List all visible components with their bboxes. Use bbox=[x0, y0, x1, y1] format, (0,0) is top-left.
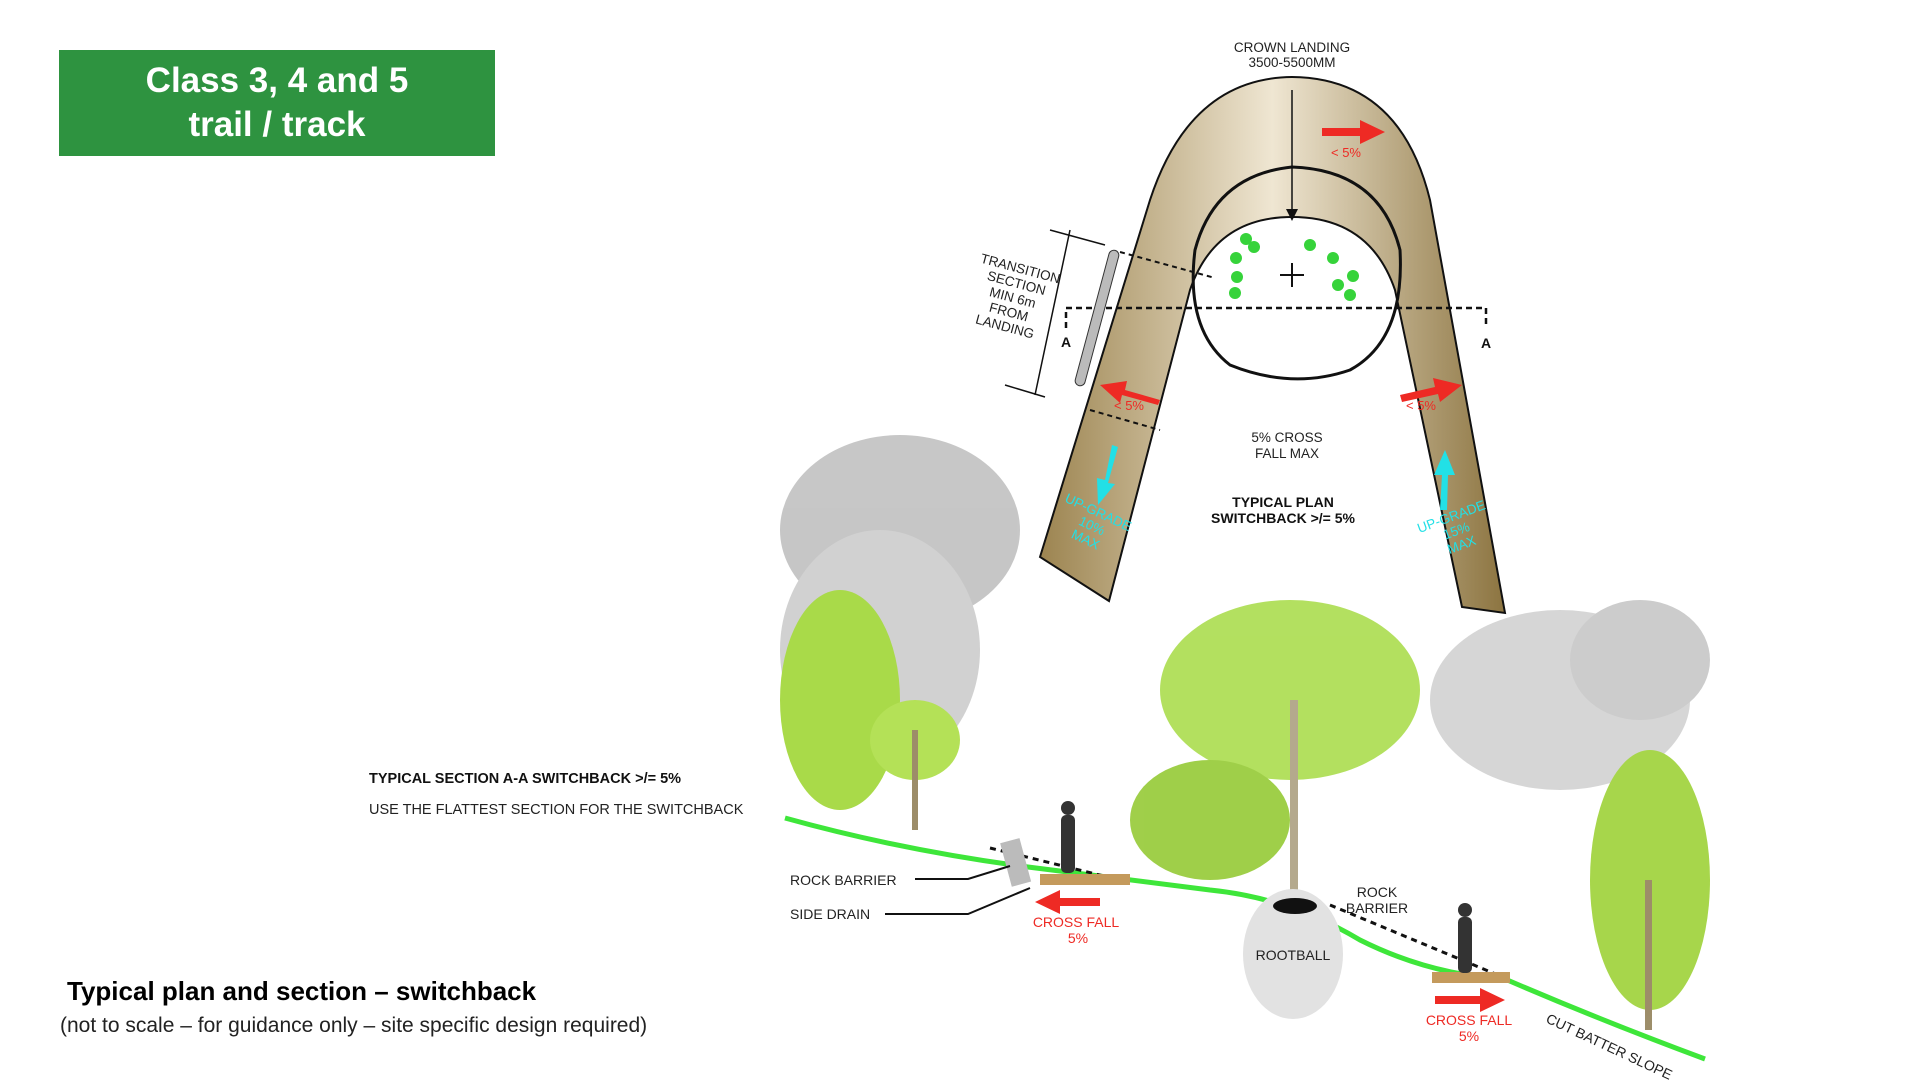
cross-fall-arrow-left-icon bbox=[1035, 890, 1100, 914]
label-cross-fall-right-2: 5% bbox=[1459, 1028, 1479, 1044]
rock-barrier-right bbox=[1273, 898, 1317, 914]
section-marker-left: A bbox=[1061, 334, 1071, 350]
hiker-lower-figure bbox=[1458, 903, 1472, 973]
tree-canopy-outline bbox=[1191, 165, 1402, 381]
hiker-upper-figure bbox=[1061, 801, 1075, 873]
label-cross-fall-left-2: 5% bbox=[1068, 930, 1088, 946]
label-cross-fall-left-1: CROSS FALL bbox=[1033, 914, 1120, 930]
label-crown-landing-1: CROWN LANDING bbox=[1234, 40, 1350, 55]
label-crown-landing-2: 3500-5500MM bbox=[1248, 55, 1335, 70]
transition-line-top bbox=[1119, 251, 1216, 279]
trail-tread-lower bbox=[1432, 972, 1510, 983]
leader-rock-barrier bbox=[915, 865, 1011, 880]
label-side-drain: SIDE DRAIN bbox=[790, 906, 870, 922]
caption-subtitle: (not to scale – for guidance only – site… bbox=[60, 1014, 648, 1037]
label-plan-title-1: TYPICAL PLAN bbox=[1232, 494, 1334, 510]
centre-cross-icon bbox=[1280, 263, 1304, 287]
upgrade-arrow-left-icon bbox=[1097, 445, 1118, 505]
grade-arrow-right-icon bbox=[1400, 378, 1462, 402]
grade-arrow-crown-icon bbox=[1322, 120, 1385, 144]
title-banner: Class 3, 4 and 5 trail / track bbox=[59, 50, 495, 156]
upgrade-arrow-right-icon bbox=[1434, 450, 1455, 510]
landing-centre bbox=[1215, 218, 1370, 300]
label-grade-left: < 5% bbox=[1114, 398, 1144, 413]
section-marker-right: A bbox=[1481, 335, 1491, 351]
caption-title: Typical plan and section – switchback bbox=[67, 976, 537, 1006]
grade-arrow-left-icon bbox=[1100, 381, 1160, 405]
leader-side-drain bbox=[885, 887, 1031, 915]
label-cross-fall-2: FALL MAX bbox=[1255, 446, 1319, 461]
rootball bbox=[1243, 889, 1343, 1019]
section-cut-line bbox=[1064, 306, 1488, 328]
trees-background bbox=[780, 435, 1710, 1030]
rock-barrier-left bbox=[1000, 838, 1032, 887]
transition-dimension bbox=[1004, 229, 1106, 398]
rock-edging bbox=[1074, 249, 1120, 387]
title-line-2: trail / track bbox=[188, 105, 366, 144]
trail-tread-upper bbox=[1040, 874, 1130, 885]
section-title: TYPICAL SECTION A-A SWITCHBACK >/= 5% bbox=[369, 771, 682, 787]
section-subtitle: USE THE FLATTEST SECTION FOR THE SWITCHB… bbox=[369, 802, 744, 818]
switchback-track bbox=[1038, 75, 1507, 615]
label-plan-title-2: SWITCHBACK >/= 5% bbox=[1211, 510, 1355, 526]
label-cross-fall-right-1: CROSS FALL bbox=[1426, 1012, 1513, 1028]
trail-line-lower bbox=[1329, 903, 1506, 980]
label-rootball: ROOTBALL bbox=[1256, 947, 1331, 963]
plant-markers bbox=[1229, 233, 1359, 301]
label-grade-right: < 5% bbox=[1406, 398, 1436, 413]
label-cross-fall-1: 5% CROSS bbox=[1251, 430, 1322, 445]
label-rock-barrier: ROCK BARRIER bbox=[790, 872, 897, 888]
label-grade-crown: < 5% bbox=[1331, 145, 1361, 160]
label-rock-barrier-right-2: BARRIER bbox=[1346, 900, 1408, 916]
transition-line-bottom bbox=[1089, 409, 1161, 431]
title-line-1: Class 3, 4 and 5 bbox=[145, 61, 409, 100]
label-rock-barrier-right-1: ROCK bbox=[1357, 884, 1398, 900]
cross-fall-arrow-right-icon bbox=[1435, 988, 1505, 1012]
